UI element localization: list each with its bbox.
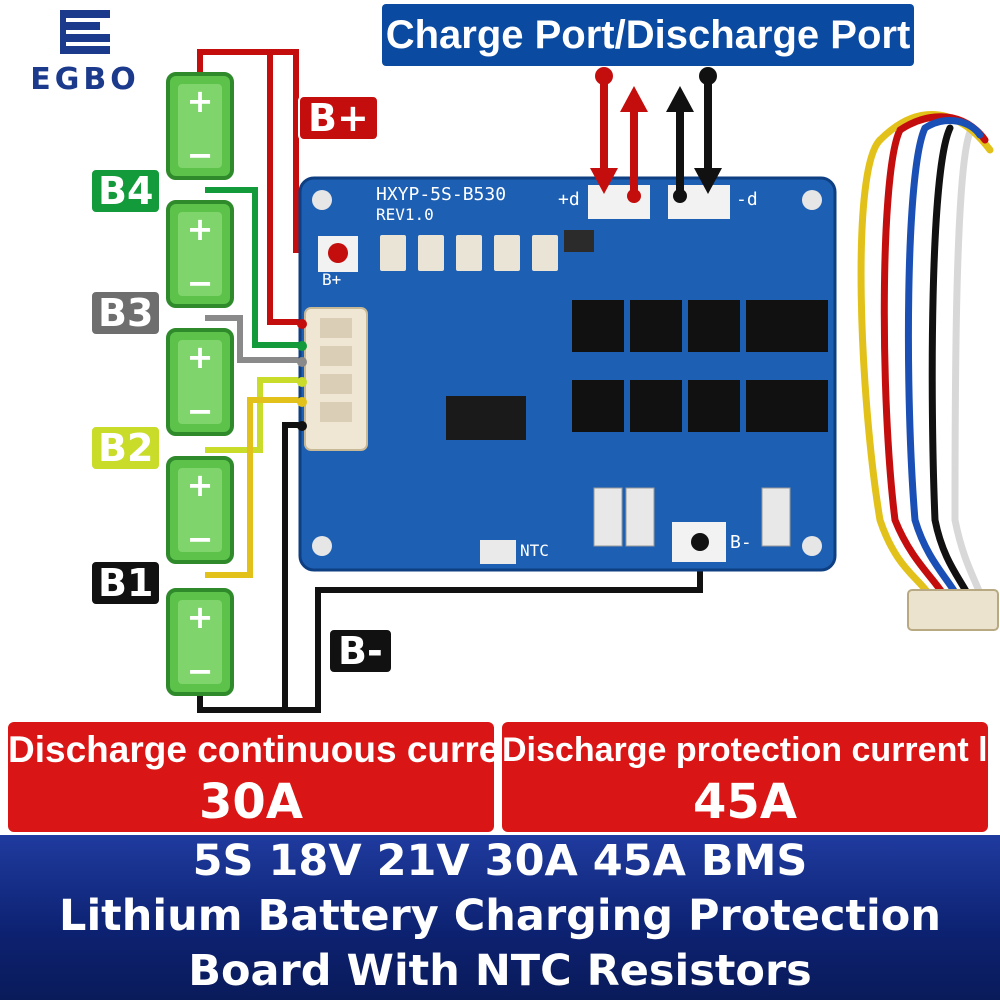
wire-red-2 — [267, 52, 300, 325]
battery-cell — [166, 328, 234, 436]
wire-gray — [205, 315, 300, 363]
battery-stack: + − + − + − + − + − — [166, 72, 234, 696]
logo-mark-icon — [60, 10, 110, 54]
pcb-plus-d-text: +d — [558, 189, 580, 210]
continuous-current-label: Discharge continuous current — [8, 729, 494, 770]
port-title: Charge Port/Discharge Port — [382, 4, 914, 66]
footer-line-2: Lithium Battery Charging Protection — [59, 891, 941, 941]
battery-plus-symbol: + — [187, 598, 214, 636]
mounting-hole — [802, 190, 822, 210]
wire-harness — [857, 111, 994, 614]
pcb-bplus-text: B+ — [322, 270, 341, 289]
balance-connector — [297, 307, 368, 451]
footer-banner — [0, 835, 1000, 1000]
bplus-connection-dot — [328, 243, 348, 263]
egbo-logo — [10, 8, 160, 94]
battery-minus-symbol: − — [187, 136, 214, 174]
battery-cell — [166, 200, 234, 308]
arrow-down-icon — [694, 168, 722, 194]
wire-yellow-green — [205, 377, 300, 453]
ntc-pad — [480, 540, 516, 564]
bminus-connection-dot — [691, 533, 709, 551]
pcb-model-text: HXYP-5S-B530 — [376, 184, 506, 205]
mosfet-array — [572, 300, 828, 432]
harness-connector-plug — [907, 589, 999, 631]
label-b1: B1 — [90, 560, 162, 606]
sense-resistors — [593, 487, 791, 547]
battery-minus-symbol: − — [187, 652, 214, 690]
port-arrows — [590, 67, 722, 203]
label-b4: B4 — [90, 168, 162, 214]
wire-black-bminus — [285, 545, 703, 713]
logo-text: EGBO — [30, 62, 140, 97]
mounting-hole — [802, 536, 822, 556]
pcb-minus-d-text: -d — [736, 189, 758, 210]
battery-cell — [166, 588, 234, 696]
label-b3: B3 — [90, 290, 162, 336]
battery-plus-symbol: + — [187, 466, 214, 504]
mounting-hole — [312, 190, 332, 210]
pcb-revision-text: REV1.0 — [376, 205, 434, 224]
battery-plus-symbol: + — [187, 82, 214, 120]
label-bminus: B- — [328, 628, 393, 674]
battery-cell — [166, 456, 234, 564]
footer-line-3: Board With NTC Resistors — [188, 946, 812, 996]
bms-pcb-board: HXYP-5S-B530 REV1.0 +d -d B+ B- NTC — [297, 176, 837, 572]
bms-wiring-diagram: + − + − + − + − + − HXYP-5S-B530 REV1.0 … — [166, 49, 999, 713]
plus-d-pad — [588, 185, 650, 219]
pcb-ntc-text: NTC — [520, 541, 549, 560]
wire-green — [205, 187, 300, 348]
battery-plus-symbol: + — [187, 338, 214, 376]
footer-line-1: 5S 18V 21V 30A 45A BMS — [192, 836, 808, 886]
battery-plus-symbol: + — [187, 210, 214, 248]
continuous-current-box: Discharge continuous current 30A — [8, 722, 494, 832]
arrow-down-icon — [590, 168, 618, 194]
label-b2: B2 — [90, 425, 162, 471]
label-bplus: B+ — [298, 95, 379, 141]
bms-ic-chip — [446, 396, 526, 440]
arrow-up-icon — [666, 86, 694, 112]
protection-current-box: Discharge protection current limiting 45… — [502, 722, 988, 832]
continuous-current-value: 30A — [199, 774, 303, 830]
protection-current-label: Discharge protection current limiting — [502, 731, 988, 769]
battery-minus-symbol: − — [187, 520, 214, 558]
battery-minus-symbol: − — [187, 392, 214, 430]
arrow-up-icon — [620, 86, 648, 112]
battery-minus-symbol: − — [187, 264, 214, 302]
mounting-hole — [312, 536, 332, 556]
pcb-bminus-text: B- — [730, 532, 752, 553]
wire-yellow — [205, 397, 300, 578]
protection-current-value: 45A — [693, 774, 797, 830]
resistor-row — [380, 230, 594, 271]
battery-cell — [166, 72, 234, 180]
